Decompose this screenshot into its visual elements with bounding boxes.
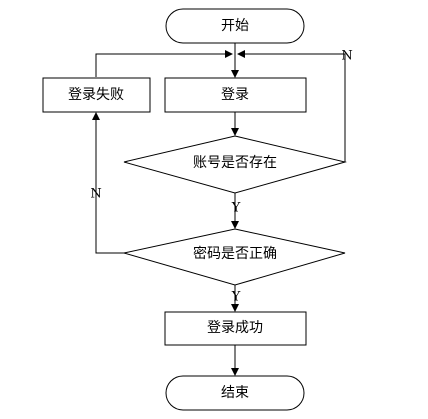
arrowhead-to-login-failed: [92, 112, 100, 120]
start-label: 开始: [221, 18, 249, 34]
account-no-label: N: [341, 49, 352, 64]
arrowhead-to-login: [231, 70, 239, 78]
account-exists-decision: [123, 135, 347, 194]
arrowhead-to-end: [231, 368, 239, 376]
edge-password-no-to-login-failed: [95, 118, 124, 254]
login-box: [164, 77, 307, 113]
start-terminal: [165, 8, 305, 44]
end-terminal: [165, 375, 305, 411]
login-failed-box: [42, 77, 151, 113]
arrowhead-to-account-check: [231, 128, 239, 136]
password-no-label: N: [90, 187, 101, 202]
arrowhead-merge-left: [225, 50, 233, 58]
account-yes-label: Y: [231, 201, 241, 216]
arrowhead-to-password-check: [231, 221, 239, 229]
login-failed-label: 登录失败: [68, 87, 124, 103]
arrowhead-to-login-success: [231, 304, 239, 312]
login-success-box: [164, 311, 307, 346]
password-correct-decision: [123, 228, 346, 286]
edge-login-failed-to-login: [95, 53, 227, 77]
password-correct-label: 密码是否正确: [193, 245, 277, 262]
end-label: 结束: [221, 385, 249, 401]
login-label: 登录: [221, 87, 249, 103]
password-yes-label: Y: [231, 290, 241, 305]
account-exists-label: 账号是否存在: [193, 155, 277, 171]
edge-account-no-to-login: [243, 53, 346, 162]
login-success-label: 登录成功: [207, 320, 263, 336]
arrowhead-merge-right: [237, 50, 245, 58]
